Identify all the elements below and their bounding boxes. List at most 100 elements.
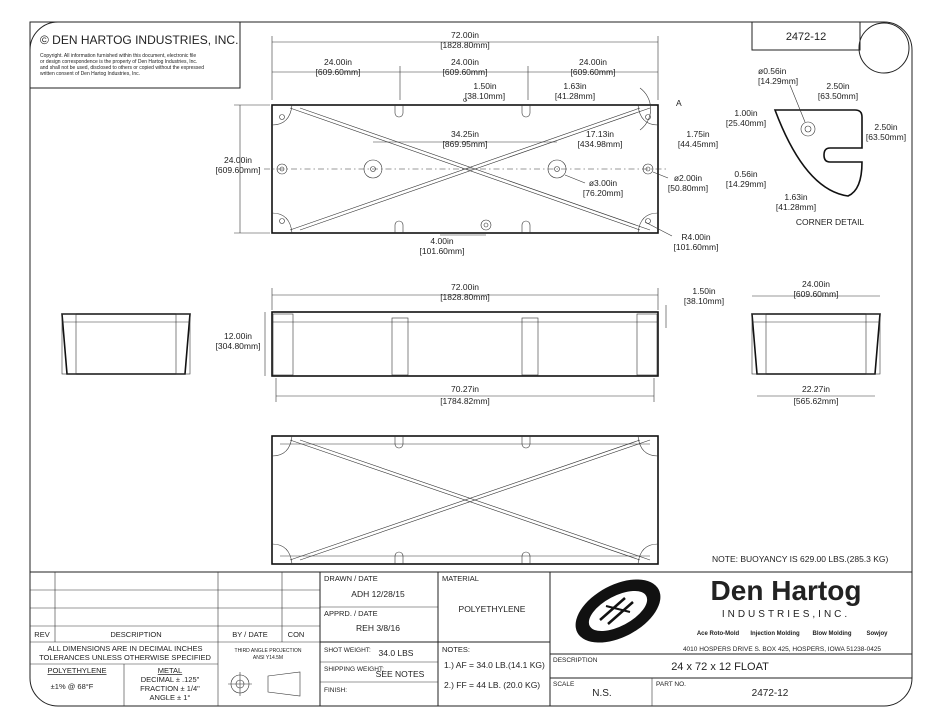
description-label: DESCRIPTION [553, 657, 598, 664]
end-top-width-mm: [609.60mm] [794, 289, 839, 299]
company-logo-icon [575, 579, 661, 643]
dim-notch-width-mm: [38.10mm] [465, 91, 505, 101]
dim-notch-depth: 1.63in [563, 81, 586, 91]
part-number-box: 2472-12 [751, 21, 910, 74]
scale-value: N.S. [592, 688, 611, 699]
dim-big-hole-mm: [76.20mm] [583, 188, 623, 198]
dim-seg-left-mm: [609.60mm] [316, 67, 361, 77]
rev-con-header: CON [288, 630, 305, 639]
top-view-dimensions: 72.00in [1828.80mm] 24.00in [609.60mm] 2… [216, 30, 719, 256]
shot-weight-label: SHOT WEIGHT: [324, 647, 371, 654]
drawn-value: ADH 12/28/15 [351, 589, 405, 599]
dim-small-hole-mm: [50.80mm] [668, 183, 708, 193]
service-roto-mold: Ace Roto-Mold [697, 631, 740, 637]
copyright-line-2: or design correspondence is the property… [40, 59, 197, 65]
dim-hole-spacing: 34.25in [451, 129, 479, 139]
copyright-block: © DEN HARTOG INDUSTRIES, INC. Copyright.… [29, 21, 241, 89]
rev-header: REV [34, 630, 49, 639]
side-bottom-length: 70.27in [451, 384, 479, 394]
part-no-value: 2472-12 [752, 688, 789, 699]
finish-label: FINISH: [324, 687, 347, 694]
description-value: 24 x 72 x 12 FLOAT [671, 661, 769, 673]
dim-edge-offset-mm: [44.45mm] [678, 139, 718, 149]
decimal-tol: DECIMAL ± .125" [141, 675, 200, 684]
corner-hole-dia-mm: [14.29mm] [758, 76, 798, 86]
corner-width-mm: [63.50mm] [818, 91, 858, 101]
corner-height-mm: [63.50mm] [866, 132, 906, 142]
side-lip-mm: [38.10mm] [684, 296, 724, 306]
dim-width-mm: [609.60mm] [216, 165, 261, 175]
end-top-width: 24.00in [802, 279, 830, 289]
top-view: A [264, 87, 682, 234]
metal-tol-label: METAL [158, 666, 182, 675]
side-height-mm: [304.80mm] [216, 341, 261, 351]
corner-detail: ø0.56in [14.29mm] 2.50in [63.50mm] 1.00i… [726, 66, 906, 227]
dim-hole-offset: 17.13in [586, 129, 614, 139]
shipping-weight-value: SEE NOTES [376, 669, 425, 679]
company-address: 4010 HOSPERS DRIVE S. BOX 425, HOSPERS, … [683, 646, 881, 653]
notes-label: NOTES: [442, 645, 470, 654]
apprd-label: APPRD. / DATE [324, 609, 378, 618]
corner-detail-title: CORNER DETAIL [796, 217, 865, 227]
polyethylene-tol: ±1% @ 68°F [51, 682, 94, 691]
dim-hole-offset-mm: [434.98mm] [578, 139, 623, 149]
service-blow: Blow Molding [813, 631, 852, 637]
company-sub: INDUSTRIES,INC. [722, 609, 850, 620]
side-lip: 1.50in [692, 286, 715, 296]
side-bottom-length-mm: [1784.82mm] [440, 396, 490, 406]
corner-hole-dia: ø0.56in [758, 66, 787, 76]
dim-bottom-offset-mm: [101.60mm] [420, 246, 465, 256]
tolerance-line-2: TOLERANCES UNLESS OTHERWISE SPECIFIED [39, 653, 211, 662]
dim-radius-mm: [101.60mm] [674, 242, 719, 252]
projection-label-2: ANSI Y14.5M [253, 655, 283, 661]
side-height: 12.00in [224, 331, 252, 341]
buoyancy-note: NOTE: BUOYANCY IS 629.00 LBS.(285.3 KG) [712, 554, 889, 564]
dim-seg-right-mm: [609.60mm] [571, 67, 616, 77]
dim-small-hole: ø2.00in [674, 173, 703, 183]
dim-radius: R4.00in [681, 232, 711, 242]
service-injection: Injection Molding [750, 631, 800, 637]
corner-hole-offset-mm: [25.40mm] [726, 118, 766, 128]
bottom-view [271, 435, 659, 565]
end-view: 24.00in [609.60mm] 22.27in [565.62mm] [751, 279, 881, 406]
corner-height: 2.50in [874, 122, 897, 132]
end-bottom-width: 22.27in [802, 384, 830, 394]
side-view: 72.00in [1828.80mm] 1.50in [38.10mm] 12.… [216, 282, 725, 406]
dim-overall-length-mm: [1828.80mm] [440, 40, 490, 50]
shipping-weight-label: SHIPPING WEIGHT: [324, 666, 384, 673]
sheet-border [29, 21, 913, 707]
dim-big-hole: ø3.00in [589, 178, 618, 188]
side-overall-length: 72.00in [451, 282, 479, 292]
polyethylene-tol-label: POLYETHYLENE [47, 666, 106, 675]
corner-slot-depth: 1.63in [784, 192, 807, 202]
material-value: POLYETHYLENE [459, 604, 526, 614]
note-2: 2.) FF = 44 LB. (20.0 KG) [444, 680, 540, 690]
part-number-top: 2472-12 [786, 31, 826, 43]
left-end-view [61, 313, 191, 375]
corner-hole-offset: 1.00in [734, 108, 757, 118]
part-no-label: PART NO. [656, 681, 686, 688]
fraction-tol: FRACTION ± 1/4" [140, 684, 200, 693]
end-bottom-width-mm: [565.62mm] [794, 396, 839, 406]
dim-seg-mid-mm: [609.60mm] [443, 67, 488, 77]
side-overall-length-mm: [1828.80mm] [440, 292, 490, 302]
dim-notch-depth-mm: [41.28mm] [555, 91, 595, 101]
service-sowjoy: Sowjoy [866, 631, 888, 637]
dim-notch-width: 1.50in [473, 81, 496, 91]
note-1: 1.) AF = 34.0 LB.(14.1 KG) [444, 660, 545, 670]
shot-weight-value: 34.0 LBS [379, 648, 414, 658]
angle-tol: ANGLE ± 1° [150, 693, 191, 702]
material-label: MATERIAL [442, 574, 479, 583]
apprd-value: REH 3/8/16 [356, 623, 400, 633]
dim-bottom-offset: 4.00in [430, 236, 453, 246]
dim-seg-left: 24.00in [324, 57, 352, 67]
copyright-line-3: and shall not be used, disclosed to othe… [40, 65, 204, 71]
rev-description-header: DESCRIPTION [110, 630, 161, 639]
corner-slot-depth-mm: [41.28mm] [776, 202, 816, 212]
copyright-line-4: written consent of Den Hartog Industries… [40, 71, 140, 77]
company-name: Den Hartog [711, 575, 862, 606]
copyright-line-1: Copyright. All information furnished wit… [40, 53, 196, 59]
dim-seg-mid: 24.00in [451, 57, 479, 67]
corner-width: 2.50in [826, 81, 849, 91]
